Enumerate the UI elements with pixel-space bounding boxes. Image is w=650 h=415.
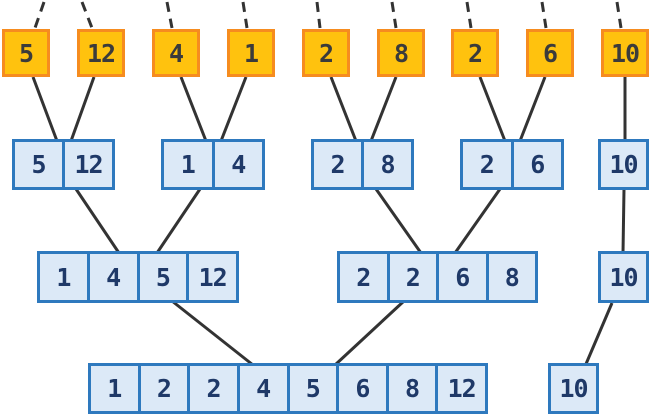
array-cell: 2 xyxy=(137,363,191,414)
array-cell: 4 xyxy=(86,251,140,303)
connector-line xyxy=(453,188,502,254)
array-cell: 2 xyxy=(386,251,439,303)
input-box: 12 xyxy=(77,29,125,77)
array-cell: 1 xyxy=(161,139,215,190)
input-box: 6 xyxy=(526,29,574,77)
split-dashed-line xyxy=(540,1,548,29)
quad-group: 2 2 6 8 xyxy=(337,251,538,303)
connector-line xyxy=(329,76,358,142)
split-dashed-line xyxy=(390,1,398,29)
input-box: 8 xyxy=(377,29,425,77)
array-cell: 8 xyxy=(485,251,538,303)
input-box: 5 xyxy=(2,29,50,77)
split-dashed-line xyxy=(615,1,623,29)
array-cell: 4 xyxy=(236,363,290,414)
array-cell: 2 xyxy=(311,139,364,190)
connector-line xyxy=(333,299,406,367)
quad-group: 1 4 5 12 xyxy=(37,251,239,303)
split-dashed-line xyxy=(33,1,46,29)
connector-line xyxy=(155,188,202,254)
array-cell: 5 xyxy=(136,251,190,303)
array-cell: 2 xyxy=(337,251,390,303)
input-box: 1 xyxy=(227,29,275,77)
pair-group: 2 6 xyxy=(460,139,564,190)
merged-group: 1 2 2 4 5 6 8 12 xyxy=(88,363,488,414)
input-box: 4 xyxy=(152,29,200,77)
array-cell: 6 xyxy=(510,139,564,190)
array-cell: 5 xyxy=(12,139,65,190)
pair-group: 2 8 xyxy=(311,139,414,190)
connector-line xyxy=(584,302,614,365)
array-cell: 8 xyxy=(361,139,414,190)
array-cell: 10 xyxy=(598,139,649,190)
split-dashed-line xyxy=(80,1,94,29)
split-dashed-line xyxy=(315,1,322,29)
array-cell: 10 xyxy=(598,251,649,303)
array-cell: 8 xyxy=(385,363,439,414)
connector-line xyxy=(171,299,254,367)
array-cell: 12 xyxy=(186,251,239,303)
split-dashed-line xyxy=(241,1,249,29)
merged-group: 10 xyxy=(548,363,599,414)
array-cell: 12 xyxy=(435,363,488,414)
connector-line xyxy=(219,76,248,142)
array-cell: 1 xyxy=(88,363,141,414)
connector-line xyxy=(369,76,398,142)
connector-line xyxy=(621,188,626,254)
array-cell: 4 xyxy=(211,139,265,190)
split-dashed-line xyxy=(165,1,174,29)
array-cell: 6 xyxy=(336,363,389,414)
split-dashed-line xyxy=(465,1,473,29)
connector-line xyxy=(179,76,208,142)
input-box: 2 xyxy=(302,29,350,77)
array-cell: 12 xyxy=(62,139,115,190)
input-box: 10 xyxy=(601,29,649,77)
array-cell: 6 xyxy=(436,251,489,303)
connector-line xyxy=(478,76,507,142)
pair-group: 10 xyxy=(598,139,649,190)
connector-line xyxy=(518,76,547,142)
array-cell: 2 xyxy=(187,363,240,414)
array-cell: 1 xyxy=(37,251,90,303)
quad-group: 10 xyxy=(598,251,649,303)
connector-line xyxy=(31,76,59,142)
array-cell: 5 xyxy=(286,363,340,414)
pair-group: 5 12 xyxy=(12,139,115,190)
input-box: 2 xyxy=(451,29,499,77)
array-cell: 2 xyxy=(460,139,514,190)
connector-line xyxy=(374,188,423,254)
array-cell: 10 xyxy=(548,363,599,414)
pair-group: 1 4 xyxy=(161,139,265,190)
connector-line xyxy=(69,76,96,142)
connector-line xyxy=(74,188,121,254)
